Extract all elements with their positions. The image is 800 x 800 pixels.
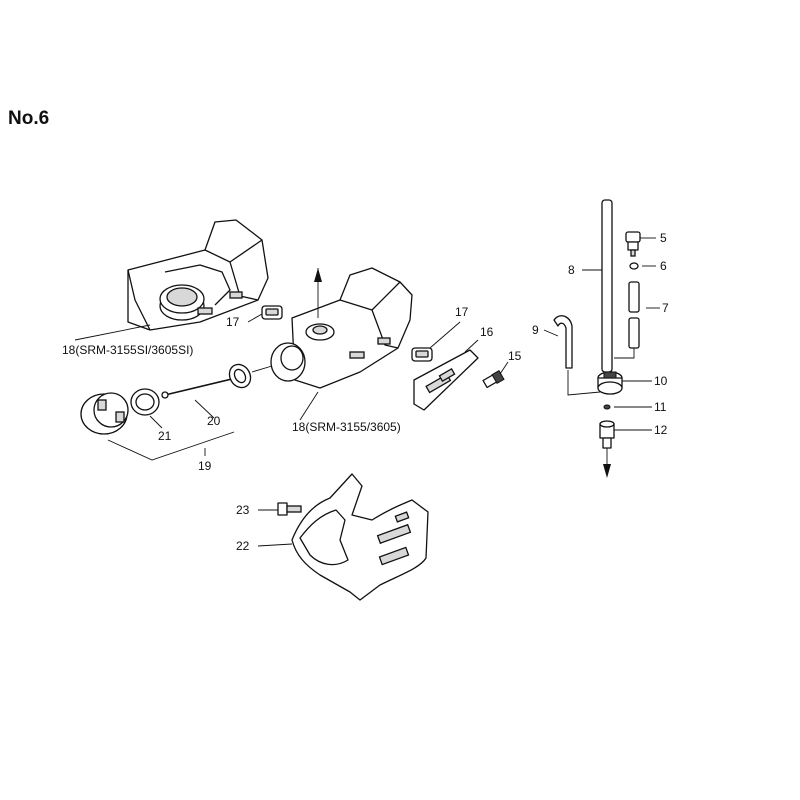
label-part-8: 8 <box>568 263 575 277</box>
grommet-right <box>411 347 433 362</box>
label-part-18-si: 18(SRM-3155SI/3605SI) <box>62 343 193 357</box>
label-part-10: 10 <box>654 374 668 388</box>
screw-23 <box>277 502 302 516</box>
label-part-21: 21 <box>158 429 172 443</box>
cap-strap <box>161 363 273 399</box>
fuel-pipe-long <box>601 199 613 373</box>
label-part-6: 6 <box>660 259 667 273</box>
label-part-20: 20 <box>207 414 221 428</box>
tank-bracket-plate <box>413 349 479 411</box>
label-part-16: 16 <box>480 325 494 339</box>
fitting-12 <box>599 420 615 449</box>
label-part-11: 11 <box>654 400 667 414</box>
clip-6 <box>629 262 639 270</box>
label-part-12: 12 <box>654 423 668 437</box>
tank-guard-frame <box>291 473 429 601</box>
filter-10 <box>597 371 623 395</box>
label-part-5: 5 <box>660 231 667 245</box>
tube-7 <box>628 281 640 349</box>
oring-11 <box>603 404 611 410</box>
label-part-19: 19 <box>198 459 212 473</box>
label-part-15: 15 <box>508 349 522 363</box>
label-part-22: 22 <box>236 539 250 553</box>
fuel-cap <box>80 392 129 435</box>
label-part-9: 9 <box>532 323 539 337</box>
valve-5 <box>625 231 641 257</box>
label-part-17-right: 17 <box>455 305 469 319</box>
fuel-tank-si <box>127 219 269 331</box>
fuel-pipe-short <box>553 315 573 369</box>
label-part-23: 23 <box>236 503 250 517</box>
page-title: No.6 <box>8 108 50 129</box>
label-part-17-left: 17 <box>226 315 240 329</box>
bolt-15 <box>482 369 505 389</box>
down-arrow-icon <box>603 464 611 478</box>
cap-gasket <box>130 388 160 416</box>
down-arrow-icon <box>314 268 322 282</box>
label-part-7: 7 <box>662 301 669 315</box>
grommet-left <box>261 305 283 320</box>
fuel-tank-standard <box>270 267 413 389</box>
label-part-18-standard: 18(SRM-3155/3605) <box>292 420 401 434</box>
